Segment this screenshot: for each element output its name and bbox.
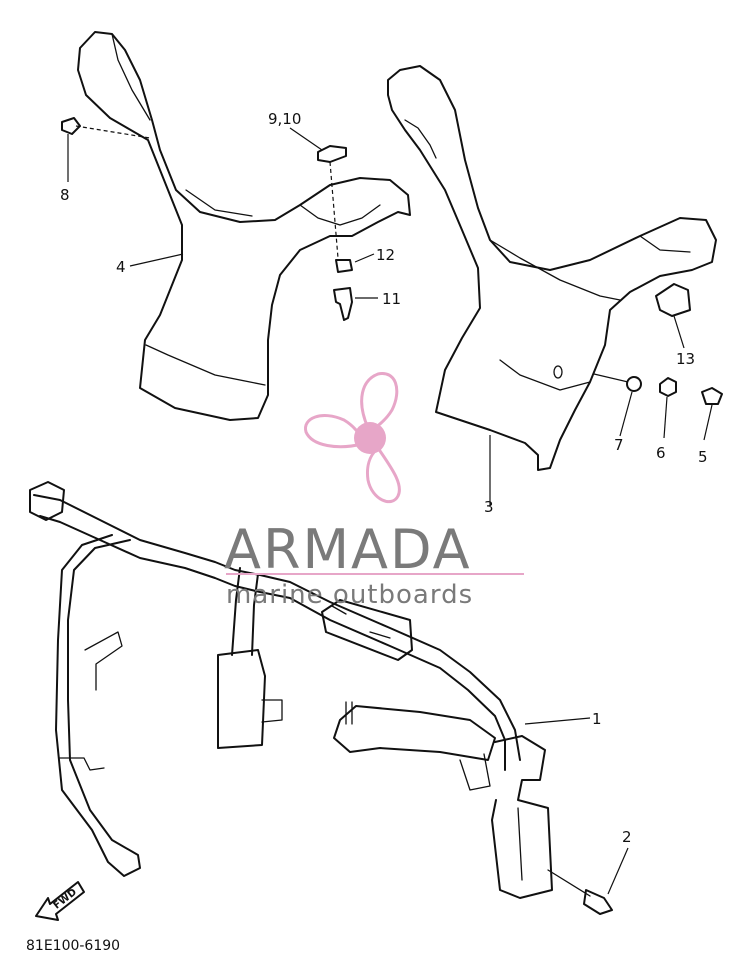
callout-11: 11 xyxy=(382,290,401,308)
bolt-part-5 xyxy=(701,387,723,405)
cover-panel-part-4 xyxy=(77,31,411,421)
washer-part-7 xyxy=(626,376,642,392)
callout-7: 7 xyxy=(614,436,624,454)
screw-part-8 xyxy=(61,117,81,135)
propeller-icon xyxy=(304,372,401,503)
watermark-tagline: marine outboards xyxy=(226,580,473,610)
armada-logo: ARMADA marine outboards xyxy=(224,372,524,610)
callout-8: 8 xyxy=(60,186,70,204)
bolt-part-2 xyxy=(583,889,613,915)
hardware-parts xyxy=(61,117,723,915)
rivet-part-11 xyxy=(333,287,353,321)
clip-part-13 xyxy=(655,283,691,317)
callout-4: 4 xyxy=(116,258,126,276)
callout-labels: 1 2 3 4 5 6 7 8 9,10 11 12 13 xyxy=(60,110,708,846)
callout-13: 13 xyxy=(676,350,695,368)
callout-1: 1 xyxy=(592,710,602,728)
callout-12: 12 xyxy=(376,246,395,264)
leader-lines xyxy=(67,125,713,895)
watermark-brand: ARMADA xyxy=(224,518,472,581)
nut-part-6 xyxy=(659,377,677,397)
callout-6: 6 xyxy=(656,444,666,462)
propeller-hub xyxy=(354,422,386,454)
bracket-frame-part-1 xyxy=(29,481,553,899)
callout-5: 5 xyxy=(698,448,708,466)
fwd-arrow-icon: FWD xyxy=(35,881,85,921)
callout-9-10: 9,10 xyxy=(268,110,301,128)
callout-3: 3 xyxy=(484,498,494,516)
grommet-part-12 xyxy=(335,259,353,273)
callout-2: 2 xyxy=(622,828,632,846)
diagram-code: 81E100-6190 xyxy=(26,938,120,954)
cover-panel-part-3 xyxy=(387,65,717,471)
clip-part-9-10 xyxy=(317,145,347,163)
